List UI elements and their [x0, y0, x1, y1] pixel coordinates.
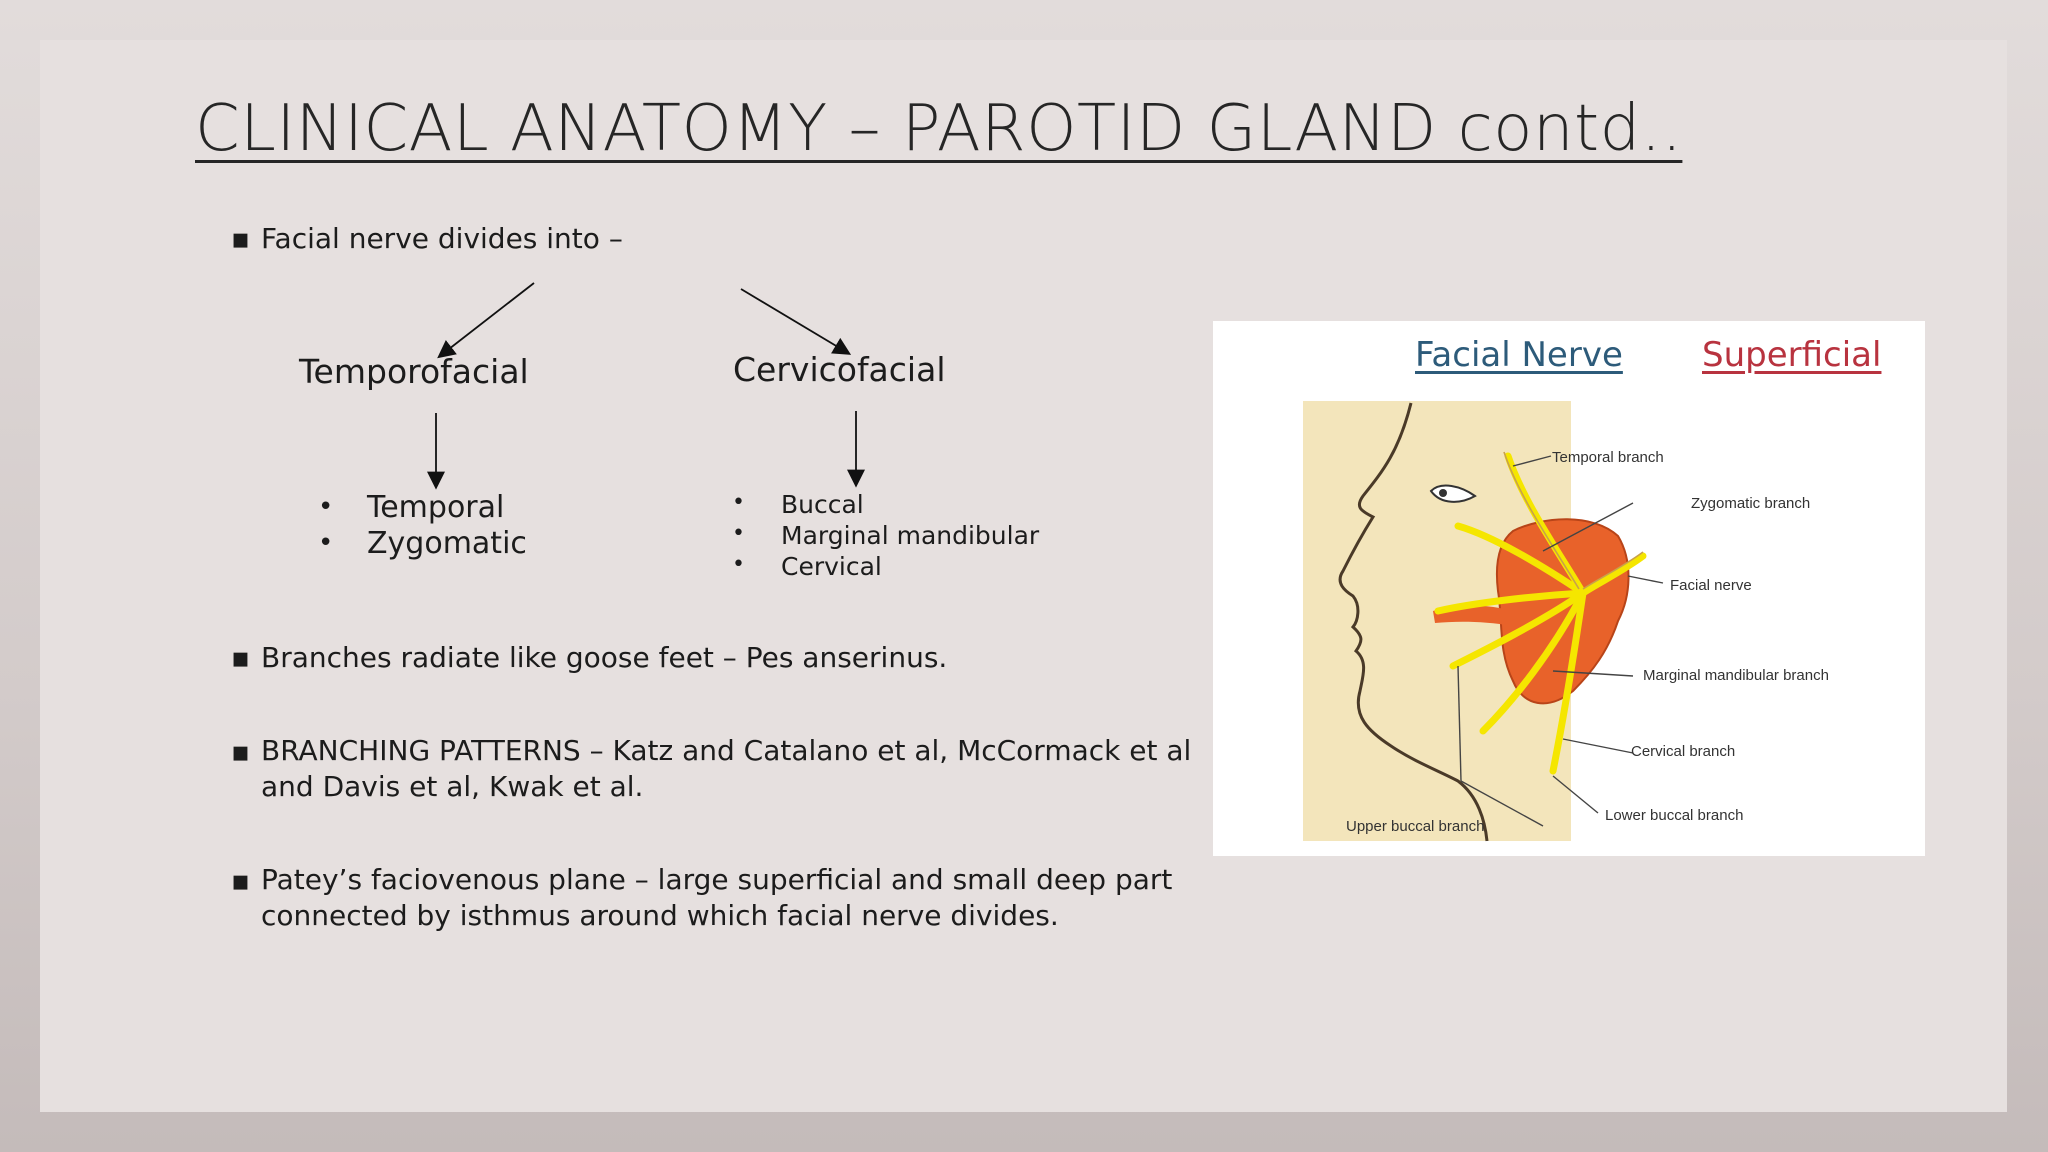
bullet-marker: ▪	[231, 735, 250, 768]
facial-nerve-figure: Facial Nerve Superficial	[1213, 321, 1925, 856]
arrow-to-cervicofacial	[740, 288, 852, 355]
face-profile	[1338, 402, 1489, 842]
bullet-text-patey-1: Patey’s faciovenous plane – large superf…	[261, 863, 1173, 896]
zygomatic-item: Zygomatic	[367, 526, 527, 561]
temporal-item: Temporal	[367, 490, 505, 525]
buccal-item: Buccal	[781, 490, 864, 519]
arrow-to-temporofacial	[437, 282, 535, 359]
bullet-marker: ▪	[231, 641, 250, 674]
temporofacial-label: Temporofacial	[299, 352, 529, 391]
bullet-text-branching-patterns-2: and Davis et al, Kwak et al.	[261, 770, 644, 803]
figure-title-superficial: Superficial	[1702, 335, 1882, 375]
cervicofacial-label: Cervicofacial	[733, 350, 946, 389]
list-bullet: •	[732, 521, 745, 546]
list-bullet: •	[732, 490, 745, 515]
bullet-text-branching-patterns-1: BRANCHING PATTERNS – Katz and Catalano e…	[261, 734, 1192, 767]
bullet-text-facial-divides: Facial nerve divides into –	[261, 222, 623, 255]
page-title: CLINICAL ANATOMY – PAROTID GLAND contd..	[195, 92, 1683, 166]
label-cervical-branch: Cervical branch	[1631, 743, 1736, 760]
label-leader-lines	[1457, 455, 1664, 827]
list-bullet: •	[318, 492, 334, 522]
facial-nerve-illustration	[1303, 401, 1664, 842]
label-zygomatic-branch: Zygomatic branch	[1691, 495, 1811, 512]
marginal-mandibular-item: Marginal mandibular	[781, 521, 1040, 550]
label-lower-buccal-branch: Lower buccal branch	[1605, 807, 1744, 824]
bullet-marker: ▪	[231, 864, 250, 897]
parotid-gland	[1495, 518, 1630, 705]
label-temporal-branch: Temporal branch	[1552, 449, 1664, 466]
label-upper-buccal-branch: Upper buccal branch	[1346, 818, 1485, 835]
bullet-text-patey-2: connected by isthmus around which facial…	[261, 899, 1059, 932]
label-facial-nerve: Facial nerve	[1670, 577, 1752, 594]
list-bullet: •	[318, 528, 334, 558]
figure-title-facial-nerve: Facial Nerve	[1415, 335, 1623, 375]
nerve-outlines	[1503, 451, 1644, 590]
cervical-item: Cervical	[781, 552, 882, 581]
bullet-text-pes-anserinus: Branches radiate like goose feet – Pes a…	[261, 641, 948, 674]
list-bullet: •	[732, 552, 745, 577]
bullet-marker: ▪	[231, 222, 250, 255]
facial-nerve-branches	[1434, 452, 1647, 775]
label-marginal-mandibular-branch: Marginal mandibular branch	[1643, 667, 1829, 684]
